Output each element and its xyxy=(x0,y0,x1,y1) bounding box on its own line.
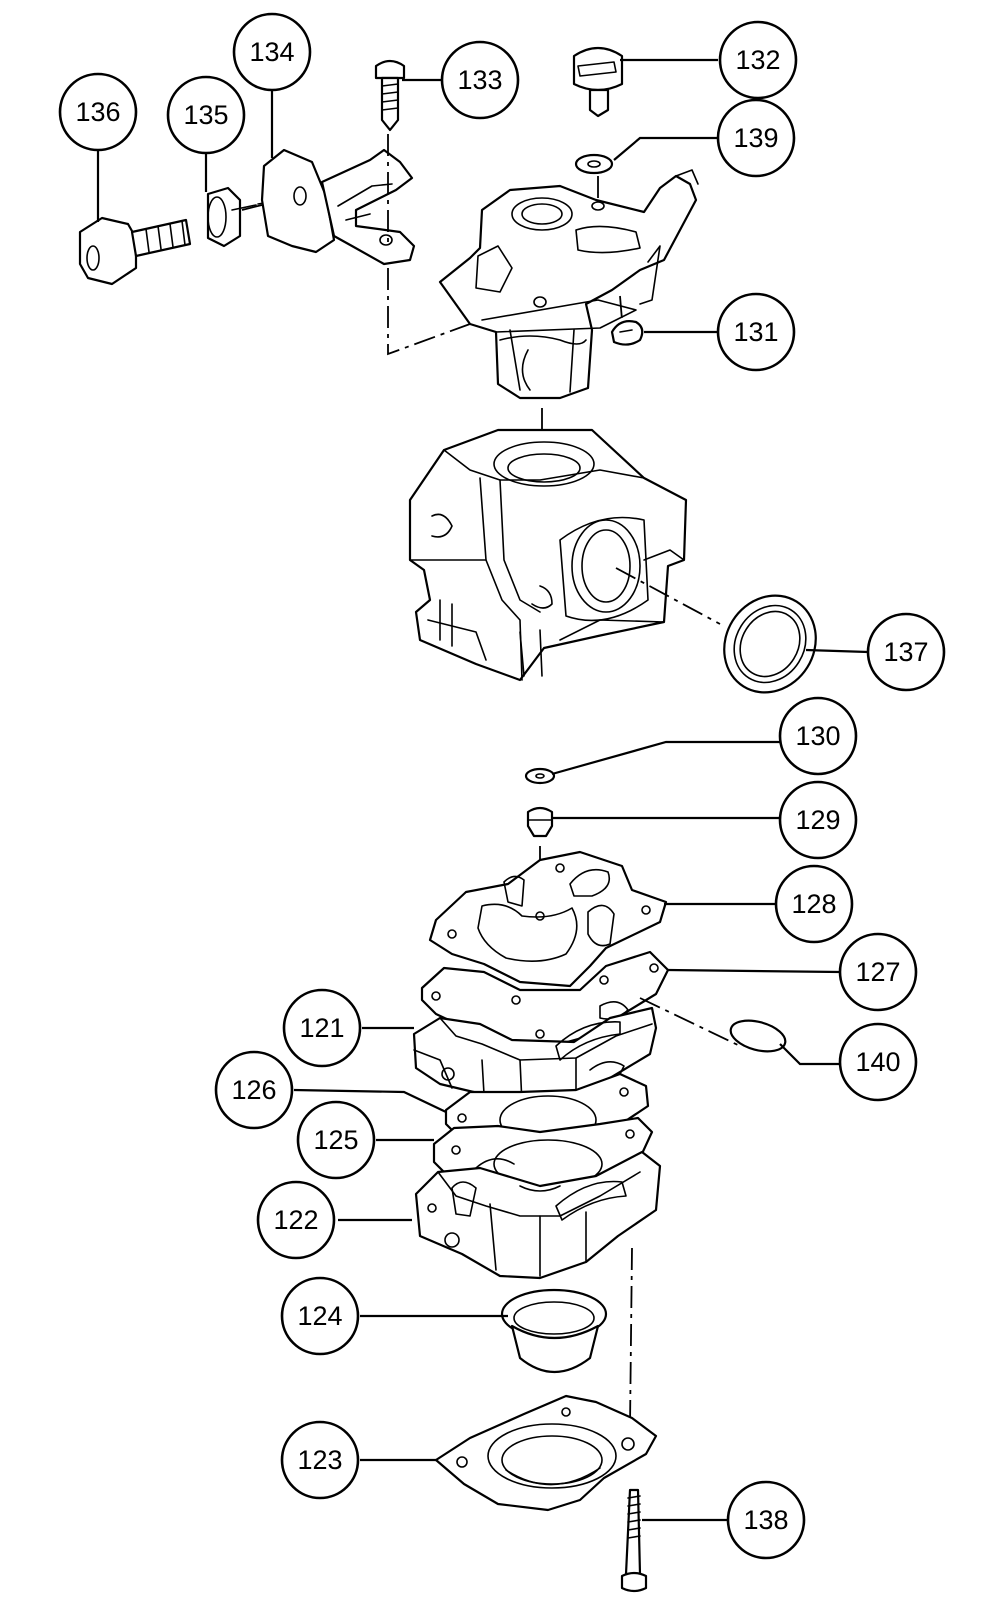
callout-127: 127 xyxy=(838,932,918,1012)
callout-124-label: 124 xyxy=(297,1301,342,1331)
callout-122-label: 122 xyxy=(273,1205,318,1235)
callout-137: 137 xyxy=(866,612,946,692)
callout-134: 134 xyxy=(232,12,312,92)
part-137-seal xyxy=(723,594,817,694)
callout-132: 132 xyxy=(718,20,798,100)
part-121-pump-body xyxy=(412,1006,658,1106)
callout-121-label: 121 xyxy=(299,1013,344,1043)
callout-130-label: 130 xyxy=(795,721,840,751)
callout-130: 130 xyxy=(778,696,858,776)
part-139-washer xyxy=(574,153,614,175)
callout-138: 138 xyxy=(726,1480,806,1560)
callout-133: 133 xyxy=(440,40,520,120)
callout-127-label: 127 xyxy=(855,957,900,987)
callout-125: 125 xyxy=(296,1100,376,1180)
callout-123: 123 xyxy=(280,1420,360,1500)
part-123-cover xyxy=(434,1394,658,1512)
callout-128-label: 128 xyxy=(791,889,836,919)
callout-131-label: 131 xyxy=(733,317,778,347)
part-134-lever-bracket xyxy=(241,148,416,266)
callout-135: 135 xyxy=(166,75,246,155)
callout-126-label: 126 xyxy=(231,1075,276,1105)
part-128-gasket xyxy=(428,850,668,988)
callout-125-label: 125 xyxy=(313,1125,358,1155)
part-132-plug xyxy=(572,46,624,118)
callout-140-label: 140 xyxy=(855,1047,900,1077)
callout-129: 129 xyxy=(778,780,858,860)
callout-128: 128 xyxy=(774,864,854,944)
callout-122: 122 xyxy=(256,1180,336,1260)
callout-136: 136 xyxy=(58,72,138,152)
callout-137-label: 137 xyxy=(883,637,928,667)
part-140-screen xyxy=(729,1019,787,1053)
callout-129-label: 129 xyxy=(795,805,840,835)
part-138-screw xyxy=(620,1488,648,1593)
part-carburetor-body xyxy=(408,408,721,682)
callout-139: 139 xyxy=(716,98,796,178)
callout-138-label: 138 xyxy=(743,1505,788,1535)
part-136-fitting xyxy=(78,216,192,286)
part-130-washer xyxy=(524,767,556,785)
part-131-clip xyxy=(610,320,644,346)
part-122-metering-body xyxy=(414,1150,662,1427)
callout-121: 121 xyxy=(282,988,362,1068)
callout-140: 140 xyxy=(838,1022,918,1102)
part-135-nut xyxy=(206,186,265,248)
leader-lines xyxy=(96,58,869,1522)
callout-134-label: 134 xyxy=(249,37,294,67)
callout-132-label: 132 xyxy=(735,45,780,75)
callout-136-label: 136 xyxy=(75,97,120,127)
callout-124: 124 xyxy=(280,1276,360,1356)
callout-139-label: 139 xyxy=(733,123,778,153)
part-133-screw xyxy=(374,59,406,244)
part-124-cup xyxy=(500,1288,608,1374)
callout-131: 131 xyxy=(716,292,796,372)
callout-135-label: 135 xyxy=(183,100,228,130)
part-throttle-body xyxy=(387,169,699,400)
callout-133-label: 133 xyxy=(457,65,502,95)
callout-126: 126 xyxy=(214,1050,294,1130)
callout-123-label: 123 xyxy=(297,1445,342,1475)
